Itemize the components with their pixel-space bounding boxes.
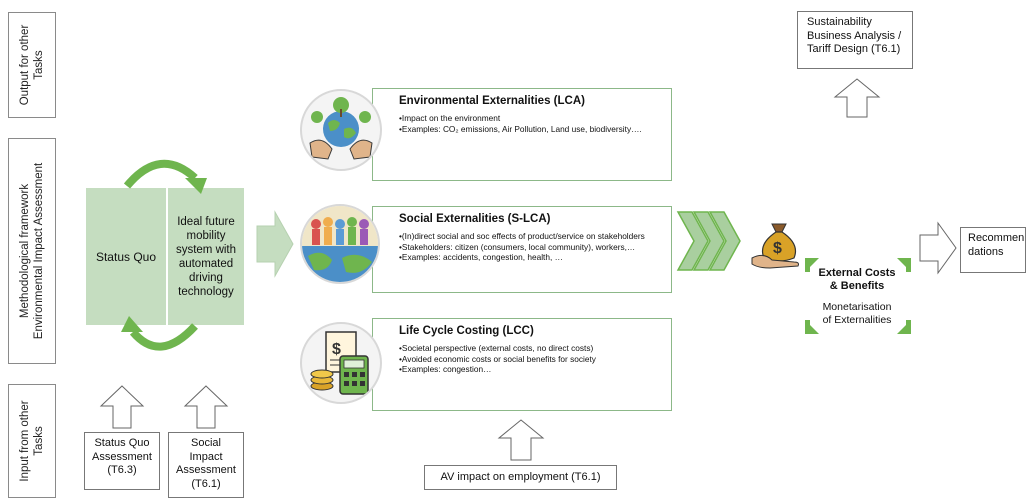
environmental-bullet: Impact on the environment — [399, 113, 663, 124]
ideal-future-line: mobility — [186, 229, 226, 242]
external-costs-title-line: External Costs — [818, 267, 896, 279]
recommendations-box: Recommen dations — [960, 227, 1026, 273]
up-arrow-icon — [183, 385, 229, 429]
sustainability-output-box: Sustainability Business Analysis / Tarif… — [797, 11, 913, 69]
method-label-line1: Methodological framework — [19, 183, 31, 319]
lcc-title: Life Cycle Costing (LCC) — [399, 325, 534, 337]
ideal-future-line: automated — [178, 257, 234, 270]
recommendations-line: Recommen — [968, 232, 1025, 244]
sia-line: (T6.1) — [191, 477, 221, 490]
social-title: Social Externalities (S-LCA) — [399, 213, 551, 225]
social-externalities-box: Social Externalities (S-LCA) (In)direct … — [372, 206, 672, 293]
output-line: Tariff Design (T6.1) — [807, 43, 901, 55]
sia-line: Impact — [189, 450, 223, 463]
status-quo-assessment-box: Status Quo Assessment (T6.3) — [84, 432, 160, 490]
cycle-arrow-top-icon — [123, 159, 207, 194]
environmental-title: Environmental Externalities (LCA) — [399, 95, 585, 107]
environmental-bullet: Examples: CO₂ emissions, Air Pollution, … — [399, 124, 663, 135]
ideal-future-box: Ideal future mobility system with automa… — [168, 188, 244, 325]
recommendations-line: dations — [968, 245, 1004, 258]
input-label-line1: Input from other — [19, 400, 31, 482]
social-impact-assessment-box: Social Impact Assessment (T6.1) — [168, 432, 244, 498]
lcc-bullet: Avoided economic costs or social benefit… — [399, 354, 663, 365]
environmental-externalities-box: Environmental Externalities (LCA) Impact… — [372, 88, 672, 181]
flow-arrow-icon — [256, 210, 294, 278]
life-cycle-costing-box: Life Cycle Costing (LCC) Societal perspe… — [372, 318, 672, 411]
up-arrow-icon — [99, 385, 145, 429]
people-icon — [300, 204, 380, 284]
external-costs-subtitle-line: of Externalities — [822, 314, 892, 326]
input-label-line2: Tasks — [33, 426, 45, 456]
output-side-label: Output for other Tasks — [8, 12, 56, 118]
method-label-line2: Environmental Impact Assessment — [33, 162, 45, 340]
svg-text:$: $ — [332, 341, 341, 358]
output-line: Business Analysis / — [807, 29, 902, 42]
ideal-future-line: technology — [178, 285, 234, 298]
av-impact-box: AV impact on employment (T6.1) — [424, 465, 617, 490]
social-bullet: (In)direct social and soc effects of pro… — [399, 231, 663, 242]
up-arrow-icon — [497, 419, 545, 461]
sia-line: Social — [191, 437, 221, 449]
output-line: Sustainability — [807, 16, 872, 28]
ideal-future-line: Ideal future — [177, 215, 235, 228]
method-side-label: Methodological framework Environmental I… — [8, 138, 56, 364]
social-bullet: Stakeholders: citizen (consumers, local … — [399, 242, 663, 253]
status-quo-box: Status Quo — [86, 188, 166, 325]
av-impact-label: AV impact on employment (T6.1) — [440, 471, 601, 483]
status-quo-label: Status Quo — [95, 249, 157, 264]
environment-icon — [300, 89, 382, 171]
lcc-bullet: Examples: congestion… — [399, 364, 663, 375]
money-bag-icon: $ — [751, 223, 799, 269]
sq-assessment-line: Status Quo — [94, 437, 150, 449]
chevrons-icon — [676, 211, 741, 271]
output-label-line2: Tasks — [33, 50, 45, 80]
sq-assessment-line: Assessment — [92, 450, 152, 463]
ideal-future-line: driving — [189, 271, 223, 284]
up-arrow-icon — [833, 78, 881, 118]
social-bullet: Examples: accidents, congestion, health,… — [399, 252, 663, 263]
external-costs-subtitle-line: Monetarisation — [822, 301, 892, 313]
cycle-arrow-bottom-icon — [121, 316, 198, 351]
corner-frame-icon — [805, 258, 911, 334]
svg-text:$: $ — [773, 240, 782, 257]
external-costs-subtitle: Monetarisation of Externalities — [812, 301, 902, 327]
sia-line: Assessment — [176, 464, 236, 476]
sq-assessment-line: (T6.3) — [107, 464, 137, 476]
ideal-future-line: system with — [175, 243, 237, 256]
external-costs-title-line: & Benefits — [829, 280, 885, 292]
external-costs-title: External Costs & Benefits — [812, 267, 902, 293]
costing-icon: $ — [300, 322, 382, 404]
lcc-bullet: Societal perspective (external costs, no… — [399, 343, 663, 354]
right-arrow-icon — [919, 221, 957, 275]
output-label-line1: Output for other — [19, 24, 31, 106]
input-side-label: Input from other Tasks — [8, 384, 56, 498]
